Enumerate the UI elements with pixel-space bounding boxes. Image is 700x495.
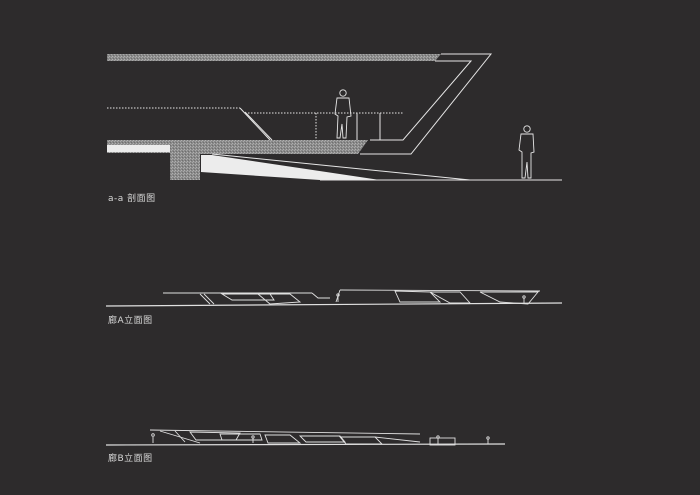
elevation-b-drawing xyxy=(105,429,506,446)
section-aa-caption: a-a 剖面图 xyxy=(108,194,156,204)
elevation-b-caption: 廊B立面图 xyxy=(108,454,153,464)
human-figure-icon xyxy=(336,293,526,303)
human-figure-icon xyxy=(334,89,352,139)
human-figure-icon xyxy=(518,125,535,179)
roof-slab xyxy=(107,54,441,61)
human-figure-icon xyxy=(151,433,490,444)
section-aa-drawing xyxy=(107,53,562,181)
floor-slab xyxy=(107,140,368,180)
elevation-a-caption: 廊A立面图 xyxy=(108,316,153,326)
elevation-a-drawing xyxy=(105,289,563,307)
